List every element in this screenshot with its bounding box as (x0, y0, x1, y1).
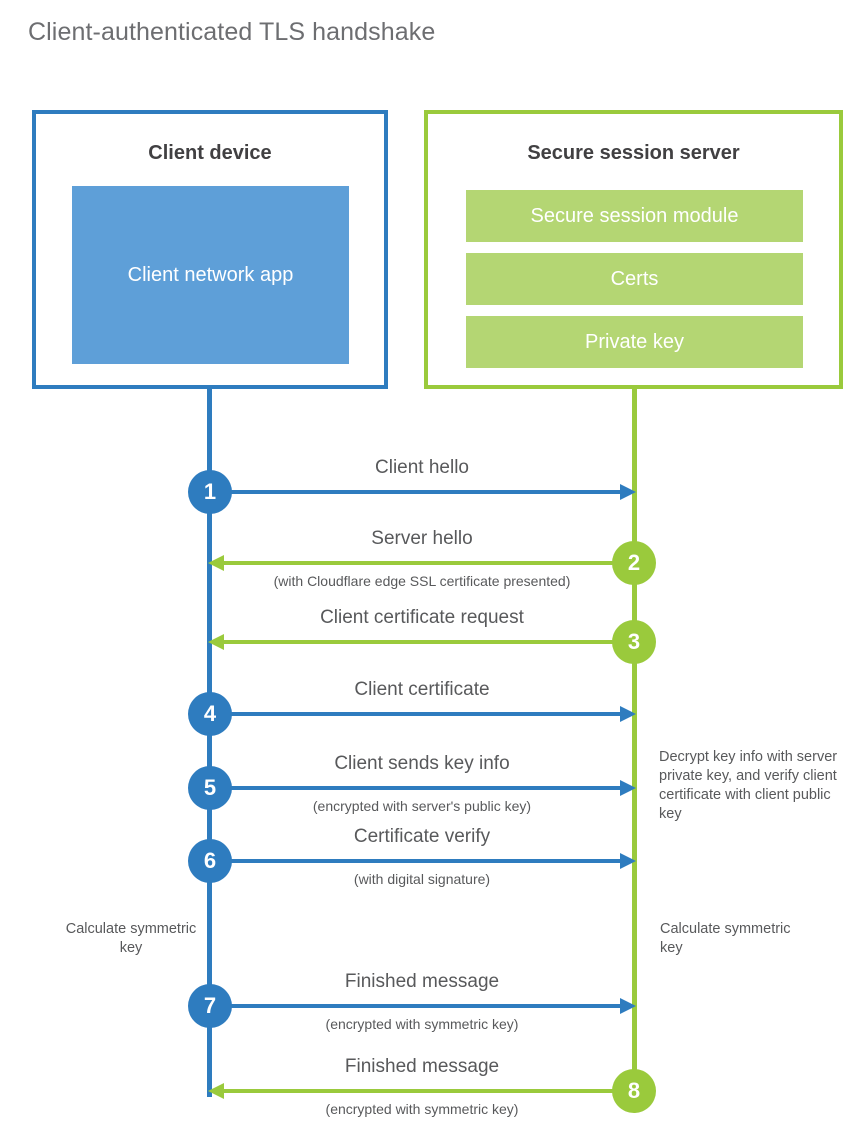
arrowhead-icon-5 (620, 780, 636, 796)
message-label-1: Client hello (375, 457, 469, 478)
message-label-8: Finished message (344, 1056, 500, 1077)
step-badge-5[interactable]: 5 (188, 766, 232, 810)
message-sublabel-6: (with digital signature) (353, 871, 491, 887)
secure-session-server-title: Secure session server (527, 142, 740, 164)
secure-session-server-box: Secure session server Secure session mod… (424, 110, 843, 389)
arrowhead-icon-3 (208, 634, 224, 650)
message-arrow-line-5 (209, 786, 627, 790)
step-badge-8[interactable]: 8 (612, 1069, 656, 1113)
message-arrow-line-8 (212, 1089, 634, 1093)
note-server-calculate-symmetric-key: Calculate symmetric key (660, 921, 791, 956)
message-sublabel-8: (encrypted with symmetric key) (325, 1101, 519, 1117)
client-network-app-block: Client network app (72, 186, 349, 364)
message-arrow-line-4 (209, 712, 627, 716)
arrowhead-icon-7 (620, 998, 636, 1014)
step-badge-4[interactable]: 4 (188, 692, 232, 736)
note-server-decrypt: Decrypt key info with server private key… (659, 749, 838, 822)
message-label-7: Finished message (344, 971, 500, 992)
message-label-3: Client certificate request (320, 607, 524, 628)
server-lifeline (632, 389, 637, 1093)
arrowhead-icon-1 (620, 484, 636, 500)
arrowhead-icon-6 (620, 853, 636, 869)
step-badge-6[interactable]: 6 (188, 839, 232, 883)
server-block-secure-session-module: Secure session module (466, 190, 803, 242)
client-device-title: Client device (148, 142, 272, 164)
message-label-4: Client certificate (354, 679, 490, 700)
server-block-private-key: Private key (466, 316, 803, 368)
message-sublabel-2: (with Cloudflare edge SSL certificate pr… (273, 573, 571, 589)
message-label-2: Server hello (371, 528, 473, 549)
message-arrow-line-2 (212, 561, 634, 565)
message-arrow-line-3 (212, 640, 634, 644)
message-arrow-line-1 (209, 490, 627, 494)
step-badge-7[interactable]: 7 (188, 984, 232, 1028)
client-lifeline (207, 389, 212, 1097)
arrowhead-icon-2 (208, 555, 224, 571)
arrowhead-icon-4 (620, 706, 636, 722)
server-block-certs: Certs (466, 253, 803, 305)
step-badge-3[interactable]: 3 (612, 620, 656, 664)
arrowhead-icon-8 (208, 1083, 224, 1099)
client-device-box: Client device Client network app (32, 110, 388, 389)
message-sublabel-5: (encrypted with server's public key) (312, 798, 532, 814)
message-arrow-line-7 (209, 1004, 627, 1008)
message-label-6: Certificate verify (353, 826, 491, 847)
message-sublabel-7: (encrypted with symmetric key) (325, 1016, 519, 1032)
note-client-calculate-symmetric-key: Calculate symmetric key (65, 921, 197, 956)
page-title: Client-authenticated TLS handshake (28, 18, 436, 46)
message-arrow-line-6 (209, 859, 627, 863)
step-badge-2[interactable]: 2 (612, 541, 656, 585)
step-badge-1[interactable]: 1 (188, 470, 232, 514)
message-label-5: Client sends key info (334, 753, 510, 774)
